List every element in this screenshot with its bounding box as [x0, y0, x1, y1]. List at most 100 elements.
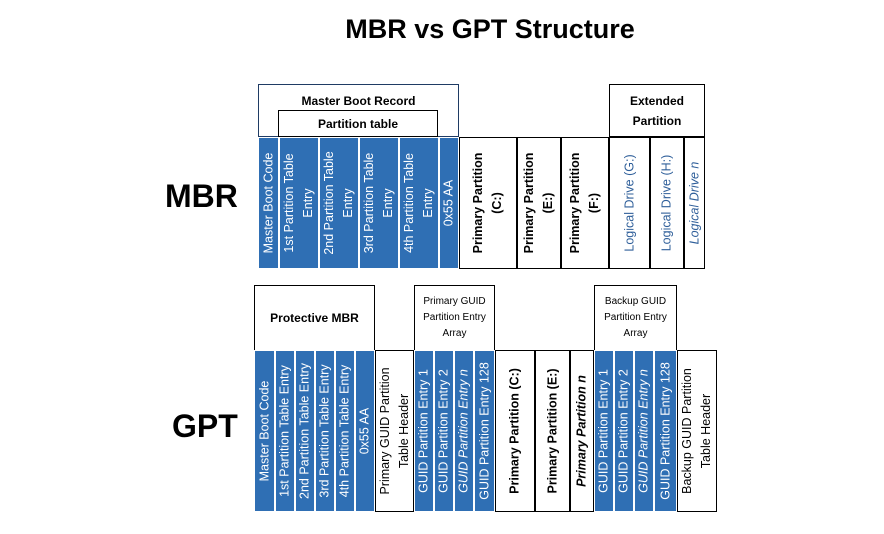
gpt-cell-label: Primary GUID Partition Table Header [376, 367, 413, 495]
master-boot-record-title: Master Boot Record [301, 94, 416, 108]
gpt-cell-line: 0x55 AA [357, 407, 372, 455]
gpt-cell-line: GUID Partition Entry 2 [436, 369, 451, 493]
mbr-cell-3: 2nd Partition Table Entry [319, 137, 359, 269]
primary-array-line-2: Partition Entry [423, 312, 486, 323]
mbr-cell-line: (F:) [587, 192, 601, 214]
mbr-cell-line: Entry [421, 188, 435, 218]
gpt-cell-16: GUID Partition Entry 2 [614, 350, 634, 512]
gpt-cell-label: Primary Partition (E:) [543, 368, 562, 493]
primary-array-line-1: Primary GUID [423, 296, 486, 307]
mbr-cell-line: Primary Partition [522, 152, 536, 254]
mbr-cell-12: Logical Drive n [684, 137, 705, 269]
gpt-cell-3: 2nd Partition Table Entry [295, 350, 315, 512]
gpt-cell-line: 1st Partition Table Entry [277, 365, 292, 497]
gpt-cell-line: Primary GUID Partition [377, 367, 392, 495]
page-title: MBR vs GPT Structure [345, 14, 635, 44]
mbr-cell-11: Logical Drive (H:) [650, 137, 684, 269]
gpt-cell-9: GUID Partition Entry 2 [434, 350, 454, 512]
gpt-cell-line: Primary Partition (E:) [545, 368, 559, 494]
mbr-cell-5: 4th Partition Table Entry [399, 137, 439, 269]
gpt-cell-7: Primary GUID Partition Table Header [375, 350, 414, 512]
mbr-cell-line: Master Boot Code [261, 152, 275, 254]
gpt-cell-line: GUID Partition Entry n [636, 369, 651, 493]
mbr-cell-10: Logical Drive (G:) [609, 137, 650, 269]
gpt-cell-label: GUID Partition Entry 2 [615, 369, 633, 493]
mbr-cell-line: Primary Partition [471, 152, 485, 254]
gpt-cell-11: GUID Partition Entry 128 [474, 350, 495, 512]
gpt-cell-line: GUID Partition Entry 1 [596, 369, 611, 493]
gpt-cell-line: GUID Partition Entry 128 [477, 362, 491, 500]
mbr-cell-line: 4th Partition Table [402, 153, 416, 253]
gpt-cell-label: GUID Partition Entry 128 [475, 362, 494, 500]
gpt-cell-label: GUID Partition Entry 1 [595, 369, 613, 493]
mbr-cell-label: Primary Partition (C:) [469, 153, 507, 254]
mbr-cell-line: Entry [381, 188, 395, 218]
primary-guid-array-header: Primary GUID Partition Entry Array [414, 285, 495, 351]
mbr-cell-label: 0x55 AA [440, 179, 458, 227]
gpt-cell-5: 4th Partition Table Entry [335, 350, 355, 512]
mbr-cell-line: (E:) [541, 192, 555, 214]
backup-array-line-2: Partition Entry [604, 312, 667, 323]
gpt-cell-19: Backup GUID Partition Table Header [677, 350, 717, 512]
gpt-cell-label: Primary Partition n [573, 375, 592, 487]
mbr-cell-line: 0x55 AA [441, 179, 456, 227]
mbr-cell-line: 2nd Partition Table [322, 151, 336, 255]
protective-mbr-title: Protective MBR [270, 311, 359, 325]
gpt-cell-line: Table Header [396, 393, 411, 469]
partition-table-header: Partition table [278, 110, 438, 137]
mbr-cell-label: Primary Partition (F:) [566, 153, 604, 254]
gpt-cell-line: Master Boot Code [257, 380, 271, 482]
gpt-cell-6: 0x55 AA [355, 350, 375, 512]
gpt-cell-label: 2nd Partition Table Entry [296, 363, 314, 499]
gpt-cell-12: Primary Partition (C:) [495, 350, 535, 512]
extended-partition-header: Extended Partition [609, 84, 705, 137]
gpt-cell-label: Master Boot Code [255, 381, 274, 482]
mbr-cell-line: Primary Partition [568, 152, 582, 254]
gpt-cell-label: GUID Partition Entry n [635, 369, 653, 493]
mbr-cell-line: Logical Drive (G:) [622, 154, 636, 252]
gpt-cell-line: GUID Partition Entry n [456, 369, 471, 493]
gpt-cell-line: GUID Partition Entry 128 [658, 362, 672, 500]
partition-table-title: Partition table [317, 116, 398, 131]
gpt-cell-label: 0x55 AA [356, 407, 374, 455]
gpt-cell-label: GUID Partition Entry 2 [435, 369, 453, 493]
gpt-cell-label: 3rd Partition Table Entry [316, 364, 334, 498]
gpt-cell-2: 1st Partition Table Entry [275, 350, 295, 512]
mbr-cell-7: Primary Partition (C:) [459, 137, 517, 269]
gpt-cell-label: Backup GUID Partition Table Header [678, 368, 716, 494]
mbr-cell-label: Logical Drive (G:) [620, 154, 639, 251]
mbr-cell-label: Logical Drive n [685, 162, 704, 245]
gpt-cell-label: 1st Partition Table Entry [276, 365, 294, 497]
backup-guid-array-header: Backup GUID Partition Entry Array [594, 285, 677, 351]
mbr-cell-line: Entry [341, 188, 355, 218]
mbr-cell-label: Master Boot Code [259, 153, 278, 254]
gpt-cell-13: Primary Partition (E:) [535, 350, 570, 512]
gpt-cell-14: Primary Partition n [570, 350, 594, 512]
gpt-cell-18: GUID Partition Entry 128 [654, 350, 677, 512]
gpt-cell-15: GUID Partition Entry 1 [594, 350, 614, 512]
gpt-cell-line: Primary Partition (C:) [507, 368, 522, 494]
gpt-cell-line: GUID Partition Entry 2 [616, 369, 631, 493]
mbr-cell-line: (C:) [490, 192, 504, 214]
mbr-cell-label: 4th Partition Table Entry [400, 153, 438, 253]
gpt-cell-label: 4th Partition Table Entry [336, 365, 354, 497]
gpt-cell-1: Master Boot Code [254, 350, 275, 512]
backup-array-line-1: Backup GUID [604, 296, 667, 307]
mbr-cell-line: Logical Drive n [687, 161, 701, 245]
mbr-cell-line: Logical Drive (H:) [659, 154, 674, 252]
gpt-cell-line: 2nd Partition Table Entry [297, 363, 312, 499]
gpt-cell-line: Primary Partition n [574, 375, 589, 487]
mbr-cell-line: 3rd Partition Table [362, 152, 376, 254]
gpt-cell-line: Backup GUID Partition [680, 368, 694, 494]
protective-mbr-header: Protective MBR [254, 285, 375, 351]
gpt-cell-10: GUID Partition Entry n [454, 350, 474, 512]
gpt-cell-line: Table Header [699, 393, 713, 469]
gpt-cell-line: 3rd Partition Table Entry [317, 364, 332, 498]
primary-array-line-3: Array [442, 328, 467, 339]
extended-partition-line-1: Extended [629, 93, 684, 108]
mbr-cell-4: 3rd Partition Table Entry [359, 137, 399, 269]
mbr-cell-1: Master Boot Code [258, 137, 279, 269]
gpt-cell-label: GUID Partition Entry 1 [415, 369, 433, 493]
